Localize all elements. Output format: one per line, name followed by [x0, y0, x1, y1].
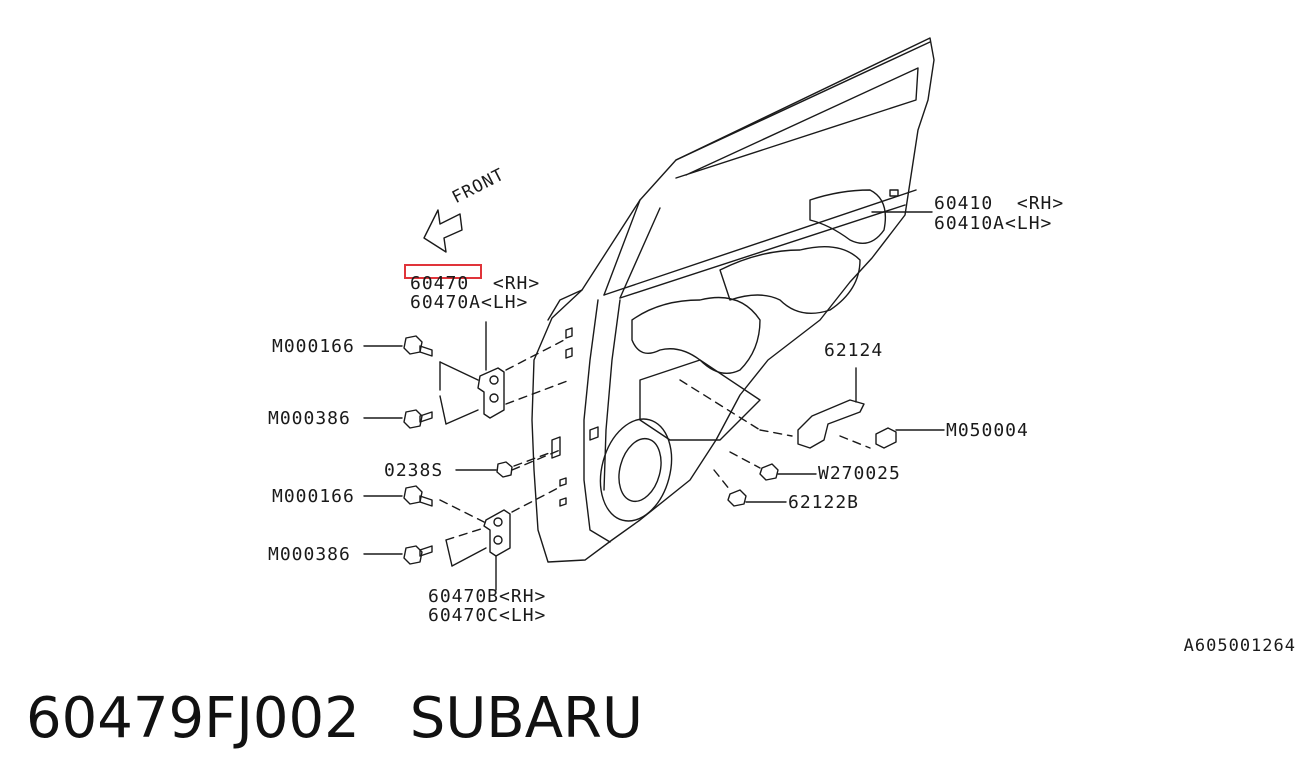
label-hinge-upper-lh[interactable]: 60470A<LH> — [410, 292, 529, 313]
label-clip[interactable]: 62122B — [788, 492, 860, 513]
clip — [713, 469, 787, 507]
bolt-upper-2 — [363, 409, 433, 429]
door-panel — [531, 37, 935, 563]
label-door-rh: 60410 <RH> — [934, 193, 1065, 214]
label-bolt-2[interactable]: M000386 — [268, 408, 351, 429]
door-checker — [679, 367, 945, 449]
label-door-lh: 60410A<LH> — [934, 213, 1053, 234]
bolt-upper-1 — [363, 335, 433, 357]
bolt-lower-1 — [363, 485, 433, 507]
label-checker-bolt[interactable]: M050004 — [946, 420, 1029, 441]
label-bolt-3[interactable]: M000166 — [272, 486, 355, 507]
label-bolt-1[interactable]: M000166 — [272, 336, 355, 357]
door-hinge-illustration — [363, 37, 945, 591]
label-nut[interactable]: 0238S — [384, 460, 444, 481]
nut — [455, 451, 553, 478]
front-arrow-icon — [423, 209, 463, 253]
footer-title: 60479FJ002 SUBARU — [26, 686, 693, 751]
plug — [729, 451, 817, 481]
label-plug[interactable]: W270025 — [818, 463, 901, 484]
label-hinge-upper-rh[interactable]: 60470 <RH> — [410, 273, 541, 294]
bolt-lower-2 — [363, 545, 433, 565]
highlight-box — [404, 264, 482, 279]
label-bolt-4[interactable]: M000386 — [268, 544, 351, 565]
label-hinge-lower-lh[interactable]: 60470C<LH> — [428, 605, 547, 626]
parts-diagram: FRONT 60410 <RH> 60410A<LH> 60470 <RH> 6… — [268, 37, 1065, 626]
brand-name: SUBARU — [409, 686, 643, 751]
upper-hinge — [439, 321, 571, 425]
diagram-reference-code: A605001264 — [1183, 636, 1296, 656]
part-number: 60479FJ002 — [26, 686, 360, 751]
label-hinge-lower-rh[interactable]: 60470B<RH> — [428, 586, 547, 607]
lower-hinge — [439, 449, 561, 591]
label-checker[interactable]: 62124 — [824, 340, 884, 361]
